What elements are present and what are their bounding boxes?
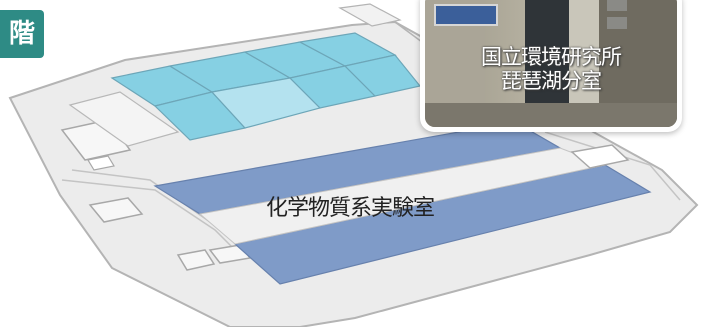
roof-edge — [338, 3, 402, 27]
caption-line-2: 琵琶湖分室 — [501, 69, 602, 93]
small-room — [176, 249, 216, 271]
building-photo: 国立環境研究所 琵琶湖分室 — [425, 0, 677, 127]
floor-corridor-line — [544, 131, 681, 201]
caption-line-1: 国立環境研究所 — [481, 45, 622, 69]
photo-illustration — [425, 0, 677, 127]
photo-card[interactable]: 国立環境研究所 琵琶湖分室 — [420, 0, 682, 132]
room-label-chemistry-lab: 化学物質系実験室 — [265, 196, 435, 221]
photo-caption: 国立環境研究所 琵琶湖分室 — [461, 45, 641, 93]
small-room-right — [570, 144, 630, 169]
room-block — [68, 91, 180, 147]
floor-tab[interactable]: 階 — [0, 10, 44, 58]
floor-tab-label: 階 — [8, 19, 35, 49]
small-room — [88, 197, 144, 223]
floor-corridor-line — [61, 179, 241, 256]
small-room — [87, 155, 115, 171]
